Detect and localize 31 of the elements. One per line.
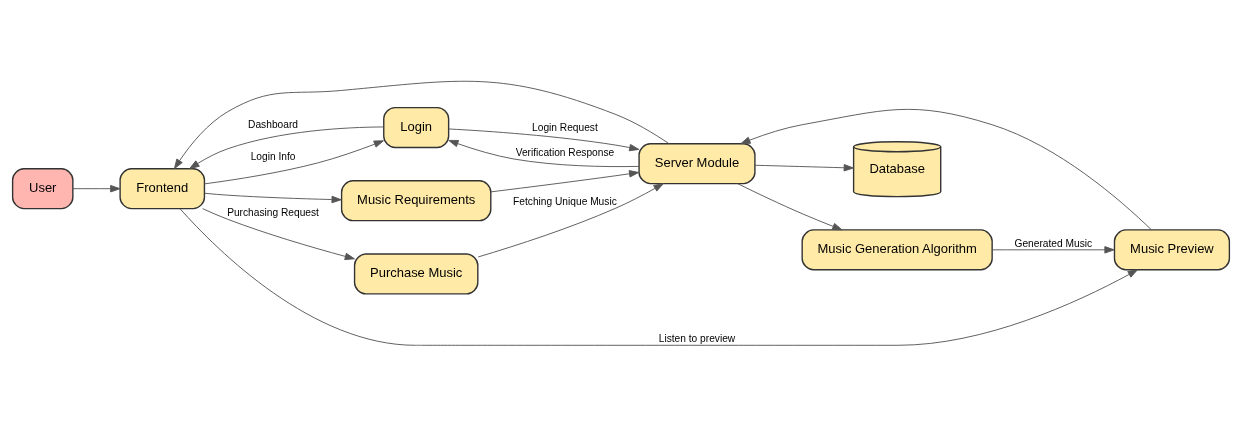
arrow	[179, 208, 1138, 346]
arrow	[477, 183, 664, 258]
arrow	[737, 183, 843, 231]
node-box: User	[11, 168, 74, 210]
edge-label: Login Info	[250, 150, 296, 162]
arrow	[448, 139, 640, 168]
arrow	[189, 126, 384, 170]
node-box: Frontend	[119, 168, 206, 210]
edge-label: Fetching Unique Music	[513, 196, 617, 208]
edge-label: Purchasing Request	[227, 207, 319, 219]
node-box: Music Preview	[1113, 229, 1231, 271]
arrow	[448, 128, 640, 152]
arrow	[754, 164, 854, 172]
arrow	[204, 192, 342, 204]
node-box: Login	[383, 106, 450, 149]
node-box: Purchase Music	[353, 253, 479, 295]
edge-label: Login Request	[532, 122, 598, 134]
node-box: Music Requirements	[340, 180, 492, 222]
node-box: Server Module	[638, 143, 756, 185]
node-box: Music Generation Algorithm	[801, 229, 993, 271]
arrow	[991, 246, 1115, 254]
arrow	[174, 80, 670, 170]
edge-label: Generated Music	[1014, 237, 1093, 249]
arrow	[202, 208, 355, 261]
arrow	[204, 140, 384, 185]
edge-label: Listen to preview	[658, 333, 736, 345]
arrow	[72, 184, 121, 193]
edge-label: Dashboard	[248, 119, 298, 131]
edge-label: Verification Response	[515, 147, 615, 159]
arrow	[740, 108, 1152, 231]
arrow	[490, 170, 640, 193]
